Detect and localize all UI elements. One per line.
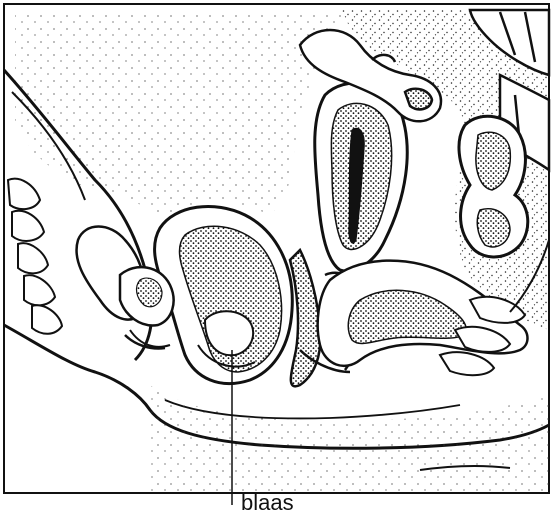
bladder-label: blaas: [241, 491, 294, 515]
colon-right: [459, 116, 528, 257]
